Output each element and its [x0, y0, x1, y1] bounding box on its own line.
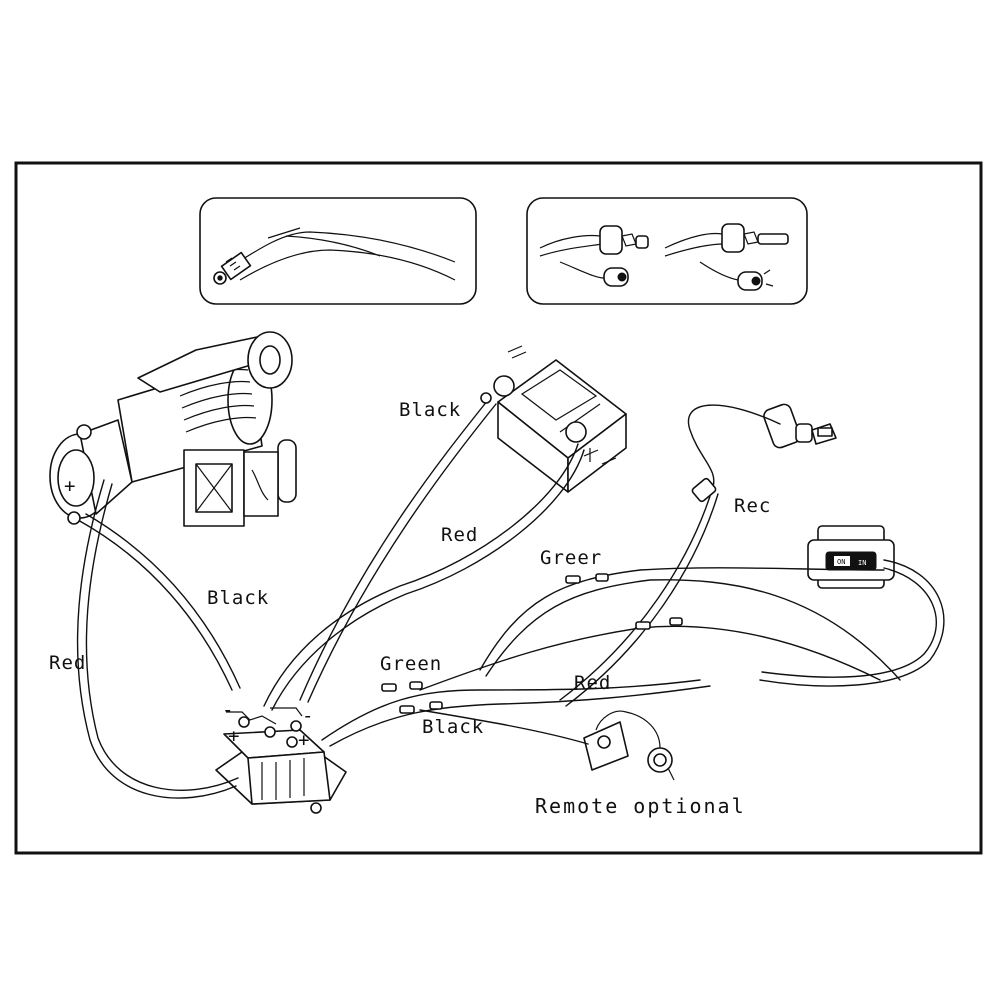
ring-terminal-detail-inset: [199, 197, 477, 305]
solenoid-minus-left-mark: -: [222, 699, 234, 721]
label-red-battery: Red: [441, 524, 478, 546]
label-black-motor: Black: [207, 587, 269, 609]
motor-positive-mark: +: [64, 475, 76, 497]
label-green-lower: Green: [380, 653, 442, 675]
solenoid: - - + +: [215, 699, 347, 814]
battery: [493, 345, 627, 493]
cables: [67, 392, 945, 799]
rocker-switch: ON IN: [807, 525, 895, 589]
label-black-battery: Black: [399, 399, 461, 421]
solenoid-plus-left-mark: +: [228, 725, 240, 747]
label-red-remote: Red: [574, 672, 611, 694]
rocker-switch-left-mark: ON: [837, 558, 845, 566]
label-green-upper: Greer: [540, 547, 602, 569]
solenoid-plus-right-mark: +: [298, 729, 310, 751]
switch-plug-detail-inset: [526, 197, 808, 305]
key-switch: [763, 403, 837, 449]
winch: +: [49, 331, 297, 527]
label-red-key-switch: Rec: [734, 495, 771, 517]
diagram-frame: [14, 161, 983, 855]
solenoid-minus-right-mark: -: [302, 705, 314, 727]
label-remote-optional: Remote optional: [535, 794, 746, 818]
label-black-lower: Black: [422, 716, 484, 738]
rocker-switch-right-mark: IN: [858, 559, 866, 567]
remote-plug: [583, 710, 675, 781]
label-red-motor: Red: [49, 652, 86, 674]
